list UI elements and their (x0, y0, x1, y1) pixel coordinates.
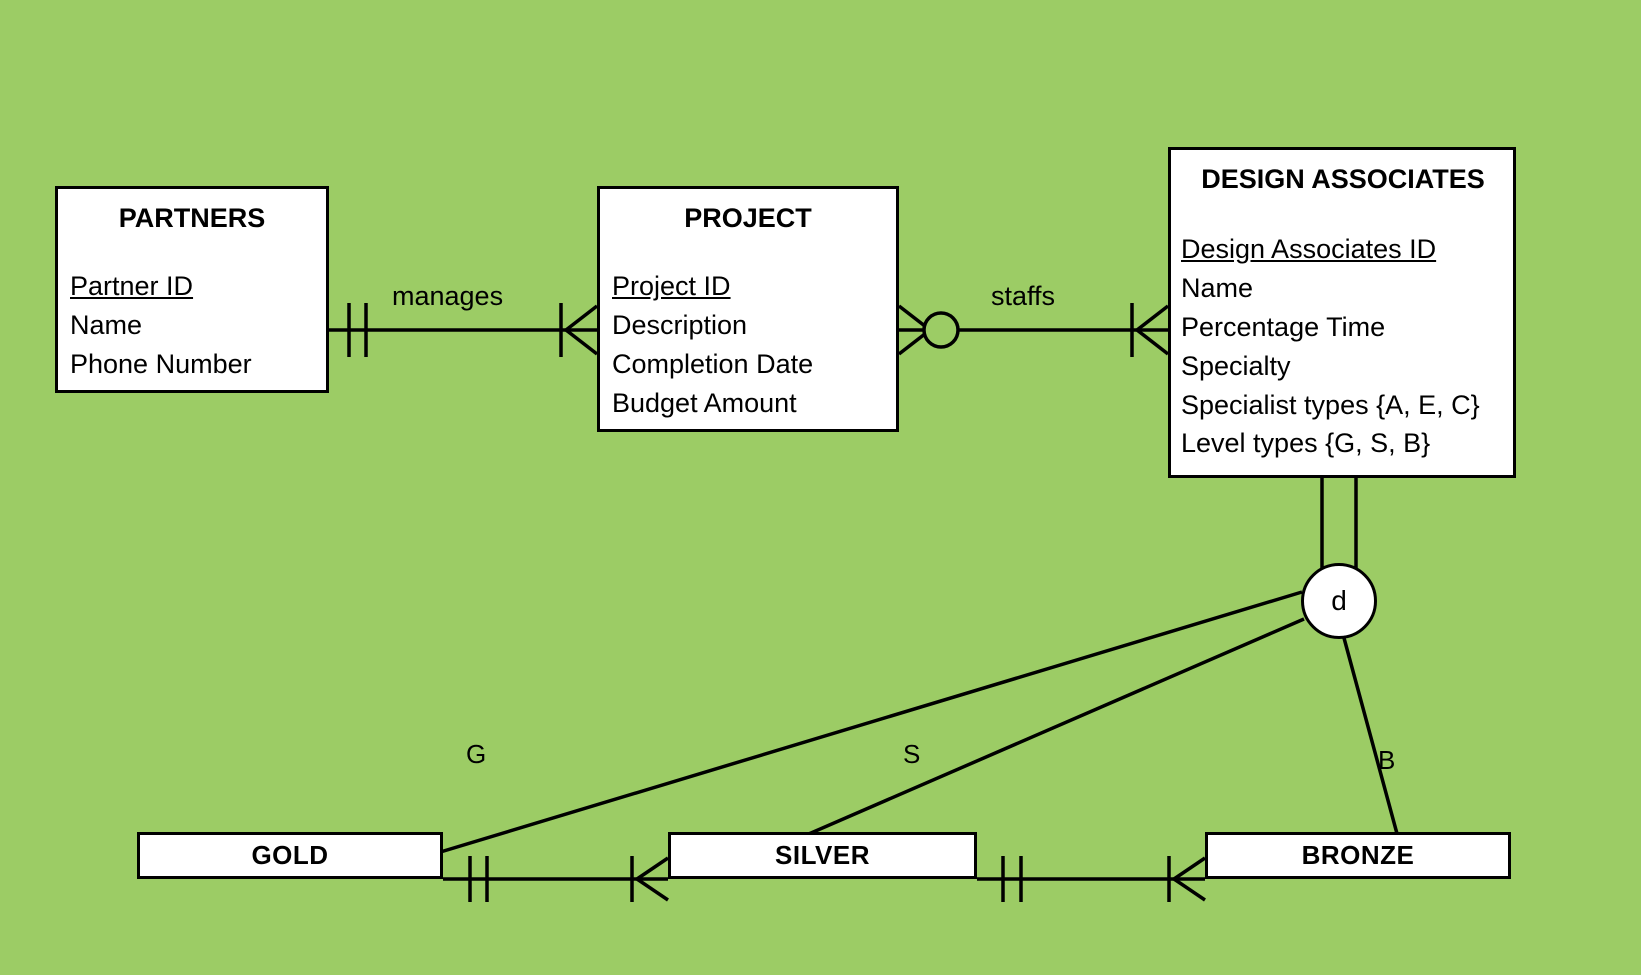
silver-bronze-foot-upper (1173, 856, 1206, 881)
entity-project[interactable]: PROJECT Project ID Description Completio… (597, 186, 899, 432)
subtype-line-gold (393, 590, 1303, 868)
entity-partners-title: PARTNERS (118, 203, 266, 233)
discriminator-label-silver: S (903, 739, 921, 769)
staffs-project-zero-circle (922, 311, 960, 349)
entity-design-associates[interactable]: DESIGN ASSOCIATES Design Associates ID N… (1168, 147, 1516, 478)
attribute-phone-number: Phone Number (70, 348, 252, 379)
discriminator-label-gold: G (466, 739, 487, 769)
entity-silver[interactable]: SILVER (668, 832, 977, 879)
attribute-design-associates-id: Design Associates ID (1181, 234, 1437, 265)
disjoint-symbol[interactable]: d (1301, 563, 1377, 639)
entity-gold[interactable]: GOLD (137, 832, 443, 879)
subtype-line-silver (734, 617, 1305, 868)
entity-design-associates-attributes: Design Associates ID Name Percentage Tim… (1181, 230, 1505, 463)
relationship-label-manages: manages (392, 281, 504, 311)
attribute-name: Name (1181, 272, 1254, 303)
entity-project-title: PROJECT (684, 203, 812, 233)
staffs-da-foot-lower (1135, 328, 1170, 356)
attribute-completion-date: Completion Date (612, 348, 814, 379)
manages-project-foot-upper (564, 304, 599, 332)
attribute-level-types: Level types {G, S, B} (1181, 428, 1431, 459)
gold-silver-foot-upper (636, 856, 669, 881)
attribute-specialty: Specialty (1181, 350, 1291, 381)
entity-partners-attributes: Partner ID Name Phone Number (70, 267, 314, 384)
attribute-project-id: Project ID (612, 271, 731, 302)
subtype-line-bronze (1342, 637, 1401, 842)
attribute-partner-id: Partner ID (70, 271, 194, 302)
discriminator-label-bronze: B (1378, 745, 1396, 775)
entity-bronze-title: BRONZE (1301, 840, 1415, 870)
entity-gold-title: GOLD (251, 840, 329, 870)
manages-project-foot-lower (564, 328, 599, 356)
attribute-name: Name (70, 309, 143, 340)
entity-bronze[interactable]: BRONZE (1205, 832, 1511, 879)
attribute-description: Description (612, 309, 748, 340)
entity-project-attributes: Project ID Description Completion Date B… (612, 267, 884, 423)
relationship-label-staffs: staffs (991, 281, 1056, 311)
gold-silver-foot-lower (636, 877, 669, 902)
attribute-budget-amount: Budget Amount (612, 387, 797, 418)
entity-design-associates-title: DESIGN ASSOCIATES (1201, 164, 1485, 194)
attribute-percentage-time: Percentage Time (1181, 311, 1386, 342)
disjoint-symbol-letter: d (1331, 585, 1347, 616)
attribute-specialist-types: Specialist types {A, E, C} (1181, 389, 1480, 420)
entity-partners[interactable]: PARTNERS Partner ID Name Phone Number (55, 186, 329, 393)
entity-silver-title: SILVER (775, 840, 870, 870)
silver-bronze-foot-lower (1173, 877, 1206, 902)
staffs-da-foot-upper (1135, 304, 1170, 332)
